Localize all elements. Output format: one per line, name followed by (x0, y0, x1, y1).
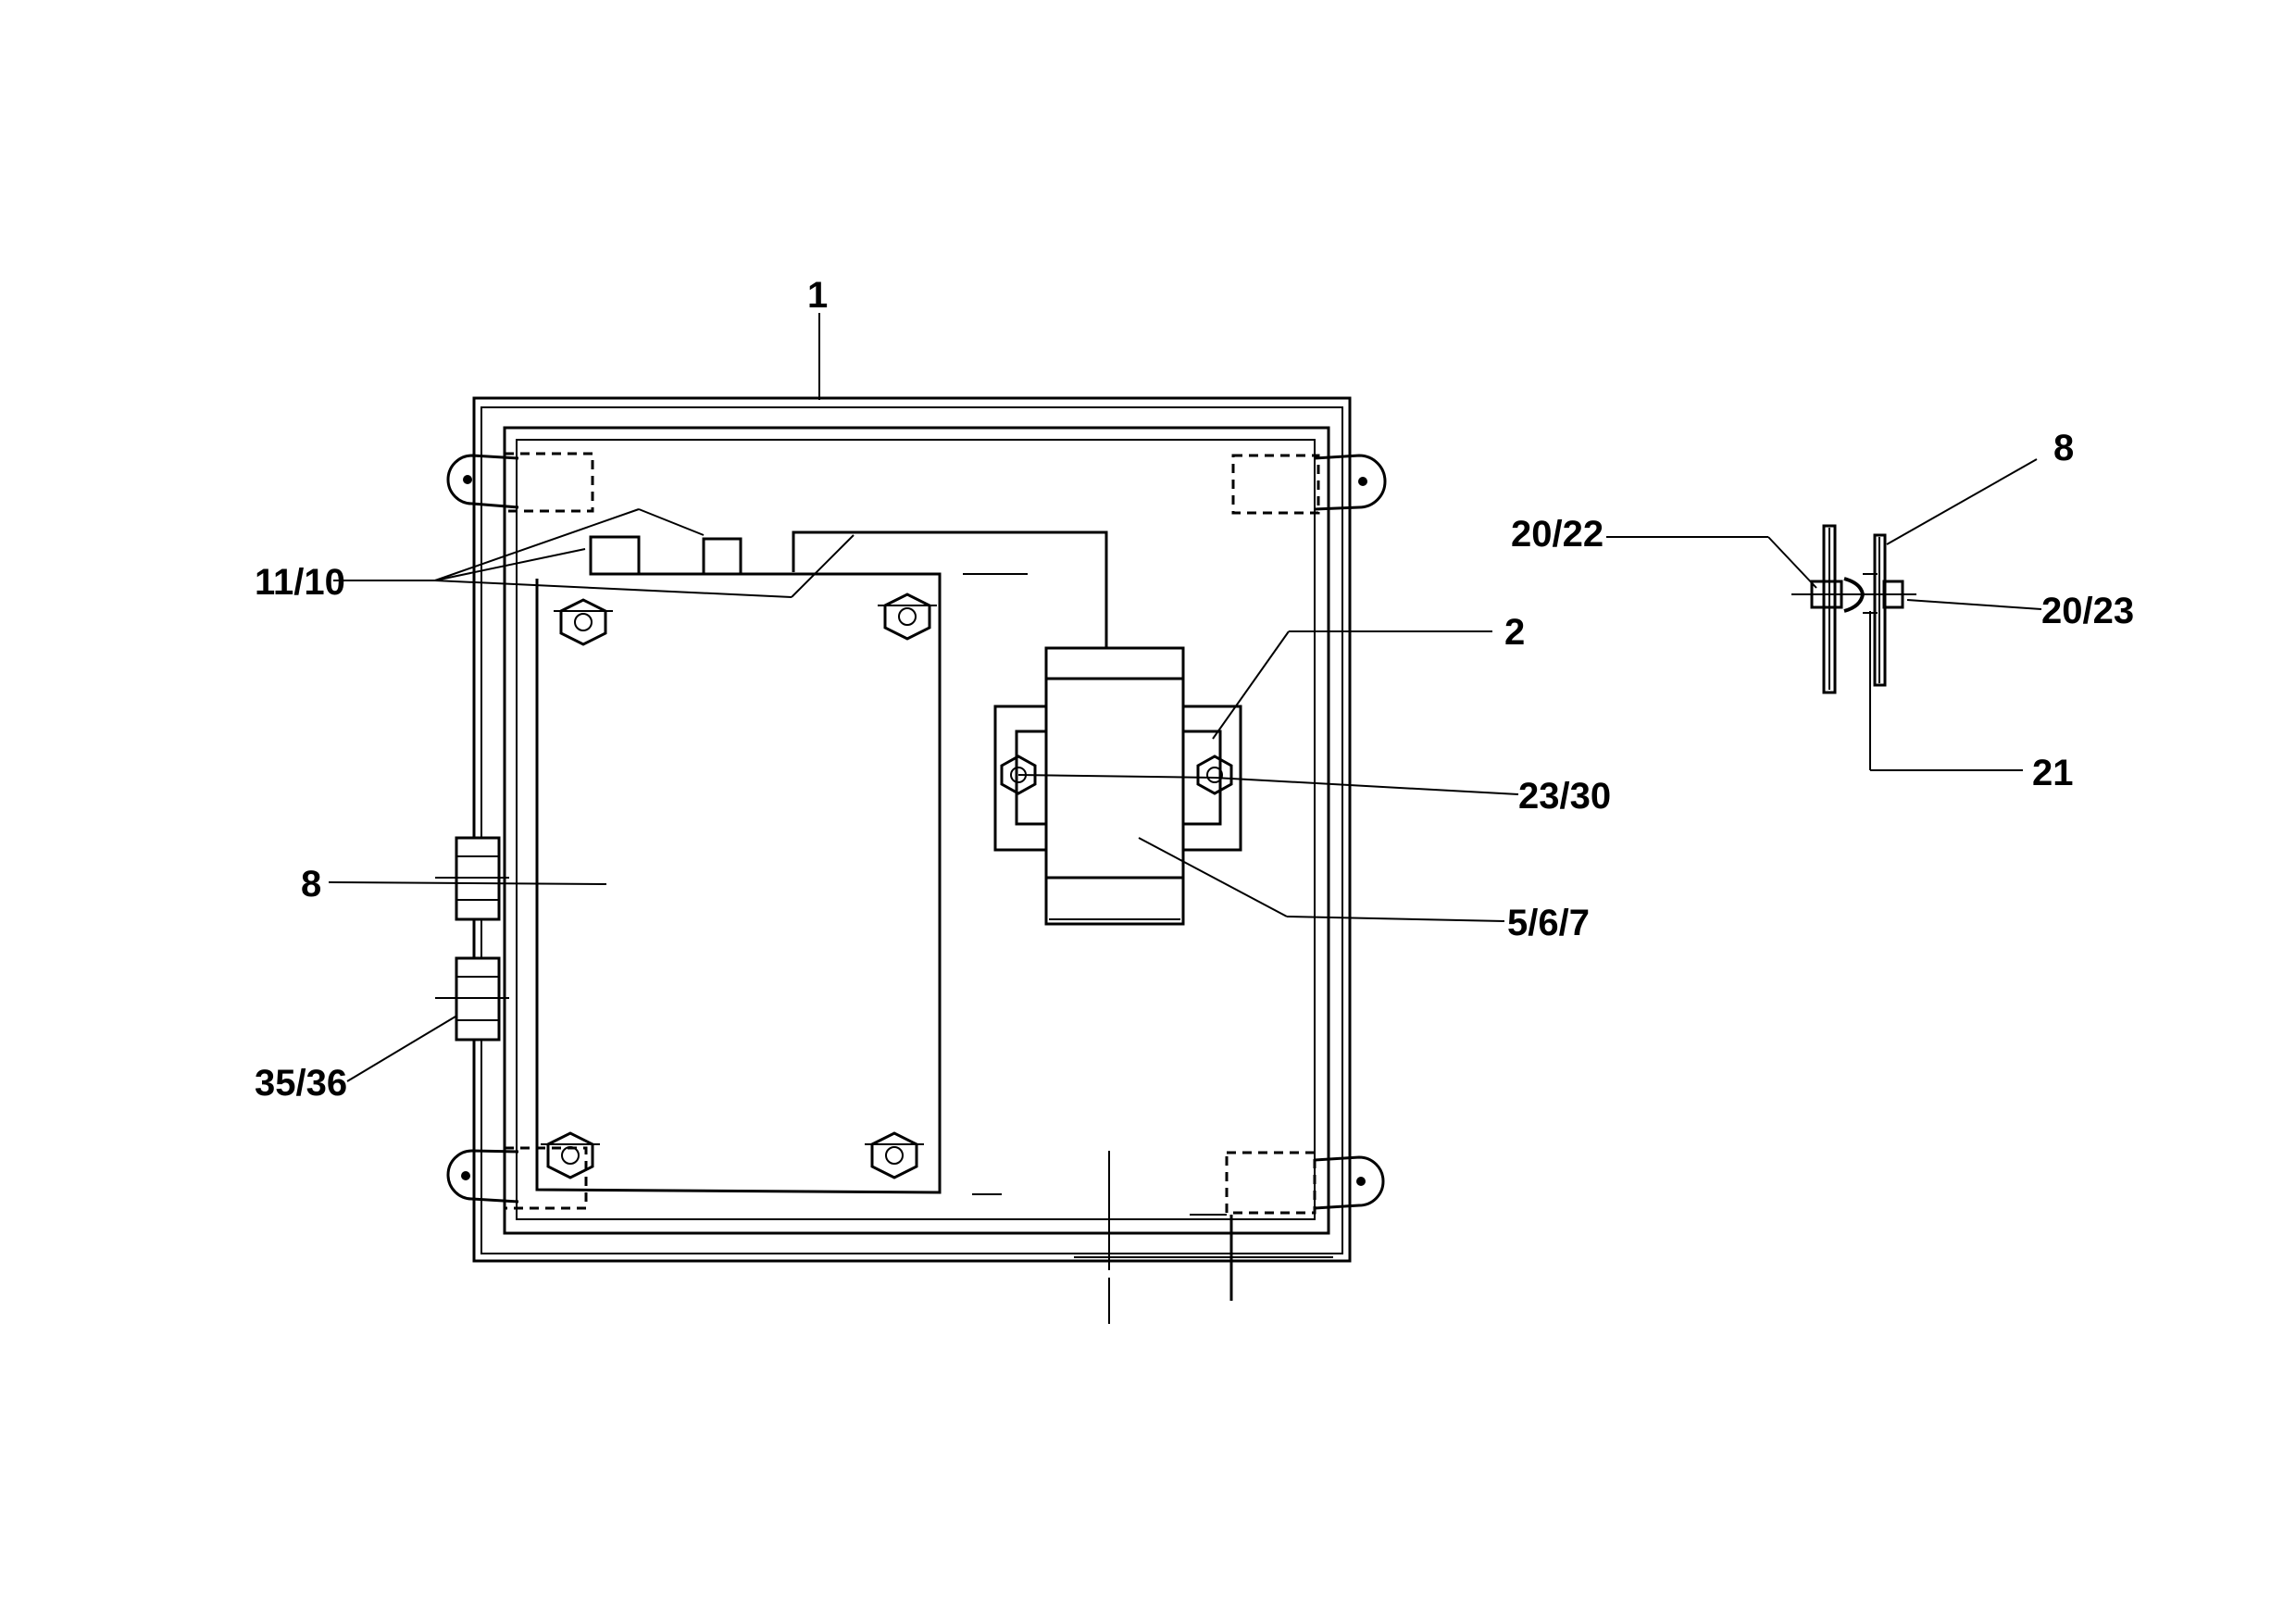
circuit-board (535, 572, 1002, 1195)
mounting-lug-bottom-right (1225, 1151, 1385, 1215)
label-bracket: 2 (1504, 612, 1525, 653)
cable-gland-lower (435, 956, 509, 1042)
label-detail-item: 8 (2053, 428, 2074, 468)
label-enclosure: 1 (807, 275, 828, 316)
section-detail (1606, 458, 2042, 771)
bracket-bolt-right (1196, 755, 1233, 795)
leader-lines (328, 313, 1519, 1082)
board-nut-top-left (554, 598, 613, 646)
label-detail-nut: 20/23 (2041, 591, 2134, 631)
board-nut-bottom-right (865, 1131, 924, 1179)
label-detail-spacer: 21 (2032, 753, 2074, 793)
mounting-lug-bottom-left (446, 1146, 588, 1210)
mounting-lug-top-right (1231, 454, 1387, 515)
label-terminals: 11/10 (255, 562, 345, 603)
transformer (993, 646, 1242, 926)
label-transformer: 5/6/7 (1507, 903, 1590, 943)
enclosure (472, 396, 1352, 1263)
cable-gland-upper (435, 836, 509, 921)
mounting-lug-top-left (446, 452, 594, 513)
label-board: 8 (301, 864, 321, 905)
board-nut-top-right (878, 593, 937, 641)
terminal-blocks (589, 530, 1108, 648)
board-nut-bottom-left (541, 1131, 600, 1179)
center-marks (1108, 1151, 1233, 1324)
label-bolts: 23/30 (1518, 776, 1611, 817)
label-glands: 35/36 (255, 1063, 347, 1104)
label-detail-screw: 20/22 (1511, 514, 1603, 555)
